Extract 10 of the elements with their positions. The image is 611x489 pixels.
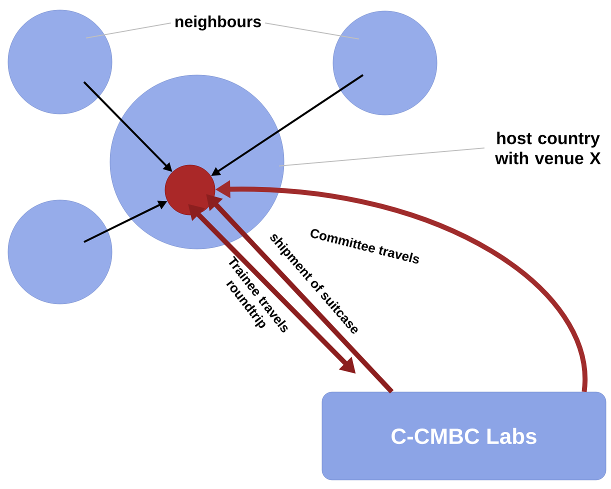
neighbours-label: neighbours xyxy=(176,16,261,30)
venue-dot xyxy=(164,164,216,216)
neighbour-circle xyxy=(332,10,438,116)
labs-box: C-CMBC Labs xyxy=(322,392,606,480)
leader-line xyxy=(86,22,172,38)
leader-line xyxy=(278,148,485,166)
host-label: host country with venue X xyxy=(495,132,601,164)
neighbour-circle xyxy=(8,200,112,304)
neighbour-circle xyxy=(8,10,112,114)
leader-line xyxy=(264,22,360,40)
